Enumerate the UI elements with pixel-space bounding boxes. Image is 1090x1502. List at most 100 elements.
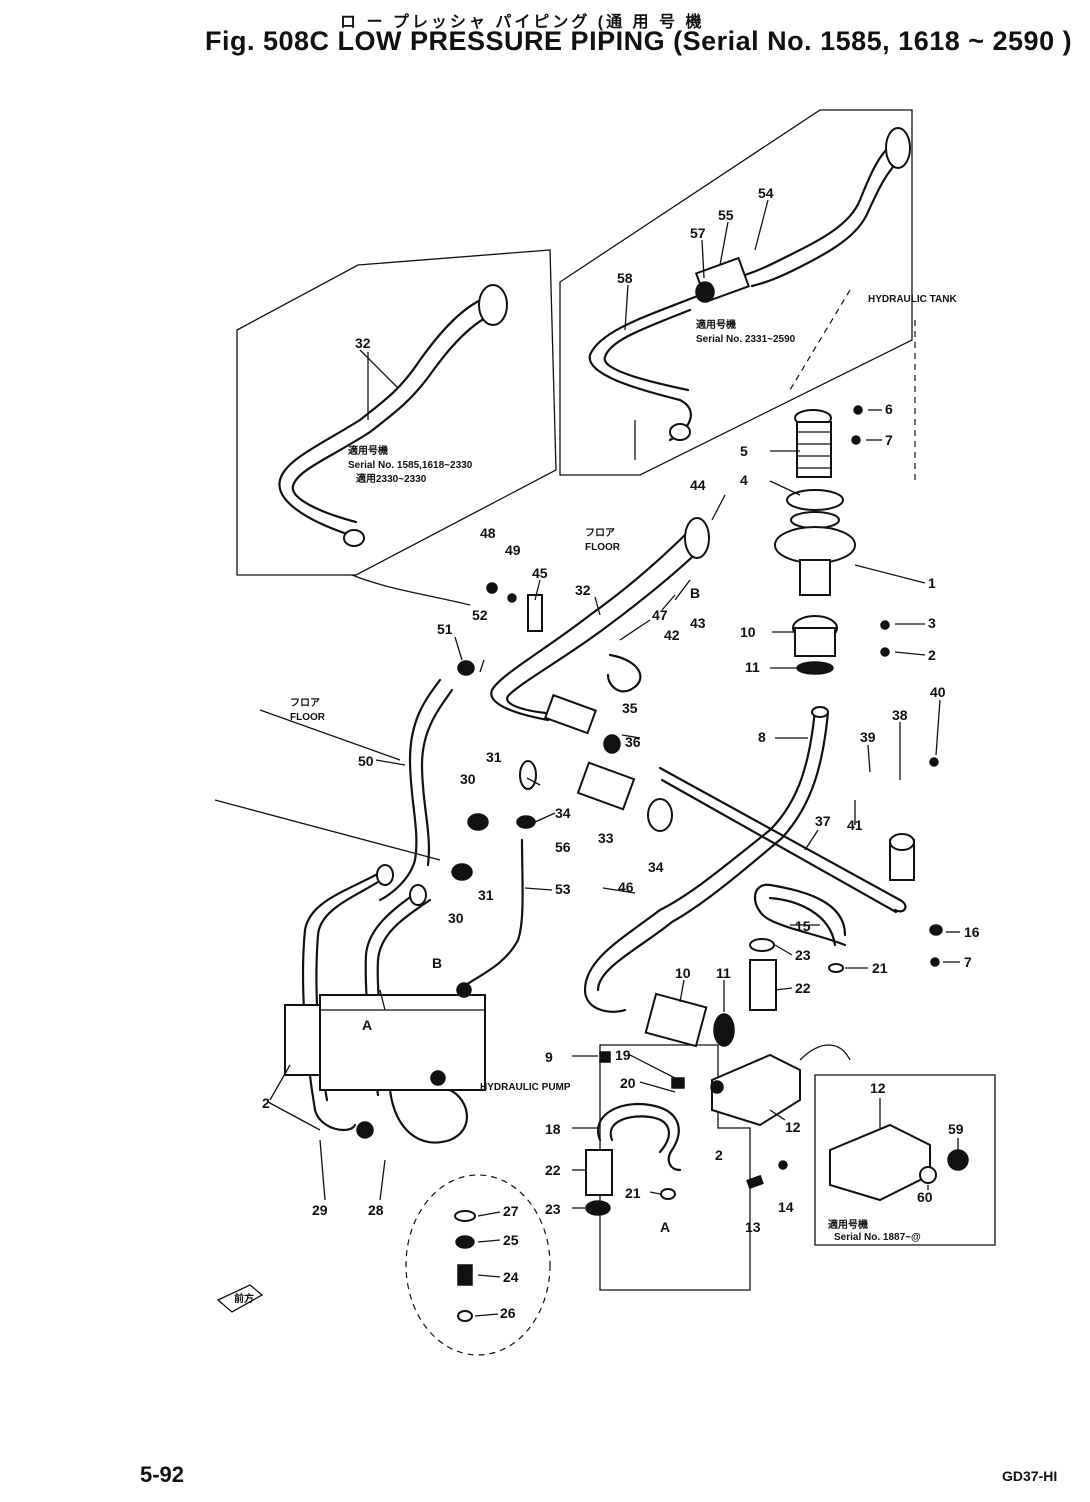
flange-32-alt (478, 284, 508, 326)
callout-60: 60 (917, 1189, 933, 1205)
fitting-30-lower (451, 863, 473, 881)
callout-2-valve: 2 (715, 1147, 723, 1163)
nut-48 (486, 582, 498, 594)
callout-3: 3 (928, 615, 936, 631)
clamp-34 (647, 798, 673, 832)
fitting-24 (457, 1264, 473, 1286)
gasket-4 (786, 489, 844, 511)
callout-27: 27 (503, 1203, 519, 1219)
note-front: 前方 (234, 1292, 254, 1305)
valve-12-alt (829, 1123, 931, 1202)
callout-30-lower: 30 (448, 910, 464, 926)
callout-49: 49 (505, 542, 521, 558)
inset-frame-top (559, 109, 913, 476)
callout-40: 40 (930, 684, 946, 700)
callout-36: 36 (625, 734, 641, 750)
callout-10-lower: 10 (675, 965, 691, 981)
plug-16 (929, 924, 943, 936)
callout-12-alt: 12 (870, 1080, 886, 1096)
hose-33 (576, 761, 636, 811)
pipe-58 (588, 293, 702, 442)
callout-51: 51 (437, 621, 453, 637)
callout-15: 15 (795, 918, 811, 934)
callout-31-upper: 31 (486, 749, 502, 765)
callout-18: 18 (545, 1121, 561, 1137)
clip-47 (606, 653, 642, 693)
washer-3 (880, 620, 890, 630)
leader-lines (267, 199, 960, 1209)
callout-32-main: 32 (575, 582, 591, 598)
figure-title-japanese: ロ ー プレッシャ パイピング (通 用 号 機 (340, 14, 705, 31)
fitting-30-upper (467, 813, 489, 831)
callout-12-main: 12 (785, 1119, 801, 1135)
valve-12 (711, 1053, 801, 1127)
pipe-15 (754, 883, 847, 947)
hydraulic-pump-block (319, 994, 486, 1091)
callout-11-lower: 11 (716, 965, 731, 981)
o-ring-26 (457, 1310, 473, 1322)
note-serial-left-jp: 適用号機 (348, 444, 388, 457)
callout-30-upper: 30 (460, 771, 476, 787)
strainer-5 (796, 421, 832, 478)
callout-25: 25 (503, 1232, 519, 1248)
clamp-11-upper (796, 661, 834, 675)
callout-7-lower: 7 (964, 954, 972, 970)
callout-28: 28 (368, 1202, 384, 1218)
callout-20: 20 (620, 1075, 636, 1091)
cover-1 (774, 526, 856, 564)
pipe-32-alternate (278, 293, 497, 537)
o-ring-21 (828, 963, 844, 973)
callout-55: 55 (718, 207, 734, 223)
callout-16: 16 (964, 924, 980, 940)
o-ring-60 (919, 1166, 937, 1184)
pipe-29 (301, 868, 387, 1132)
callout-45: 45 (532, 565, 548, 581)
o-ring-27 (454, 1210, 476, 1222)
callout-2: 2 (928, 647, 936, 663)
callout-31-lower: 31 (478, 887, 494, 903)
clamp-57 (695, 281, 715, 303)
callout-B-pump: B (432, 955, 442, 971)
callout-52: 52 (472, 607, 488, 623)
callout-34-lower: 34 (648, 859, 664, 875)
note-floor-1-jp: フロア (290, 697, 320, 709)
callout-34-upper: 34 (555, 805, 571, 821)
bolt-6 (853, 405, 863, 415)
callout-46: 46 (618, 879, 634, 895)
callout-32-alt: 32 (355, 335, 371, 351)
callout-29: 29 (312, 1202, 328, 1218)
note-serial-top: Serial No. 2331~2590 (696, 334, 796, 345)
callout-9: 9 (545, 1049, 553, 1065)
note-hydraulic-tank: HYDRAULIC TANK (868, 294, 957, 305)
callout-39: 39 (860, 729, 876, 745)
callout-58: 58 (617, 270, 633, 286)
plug-25 (455, 1235, 475, 1249)
callout-23-lower: 23 (545, 1201, 561, 1217)
pipe-32-main (490, 528, 692, 722)
note-serial-left-1: Serial No. 1585,1618~2330 (348, 460, 473, 471)
callout-41: 41 (847, 817, 863, 833)
clamp-11-lower (713, 1013, 735, 1047)
callout-37: 37 (815, 813, 831, 829)
callout-B: B (690, 585, 700, 601)
callout-21-lower: 21 (625, 1185, 641, 1201)
inset-frame-right (814, 1074, 996, 1246)
clamp-23-upper (749, 938, 775, 952)
callout-21-upper: 21 (872, 960, 888, 976)
callout-23-upper: 23 (795, 947, 811, 963)
callout-4: 4 (740, 472, 748, 488)
note-serial-top-jp: 適用号機 (696, 318, 736, 331)
note-floor-2: FLOOR (585, 542, 621, 553)
callout-2-pump: 2 (262, 1095, 270, 1111)
bolt-2 (880, 647, 890, 657)
callout-56: 56 (555, 839, 571, 855)
pipe-53 (464, 838, 524, 987)
callout-44: 44 (690, 477, 706, 493)
callout-10-upper: 10 (740, 624, 756, 640)
pipe-54 (743, 138, 900, 277)
figure-title: Fig. 508C LOW PRESSURE PIPING (Serial No… (205, 26, 1073, 56)
note-floor-2-jp: フロア (585, 527, 615, 539)
plug-9 (599, 1051, 611, 1063)
pipe-50 (378, 678, 442, 902)
